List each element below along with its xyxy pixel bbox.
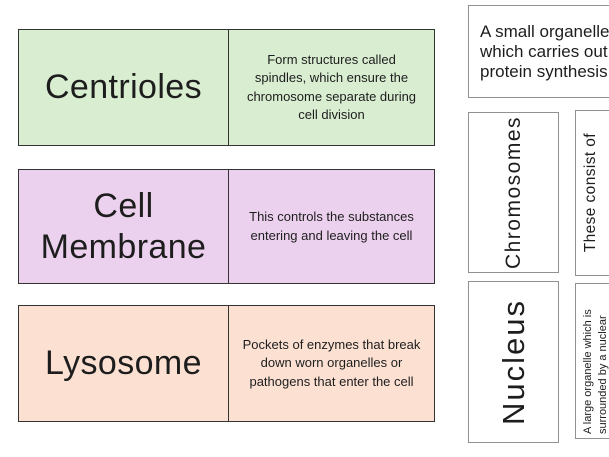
definition-text-protein-synthesis: A small organelle which carries out prot… [480,21,609,81]
label-box-nucleus[interactable]: Nucleus [468,281,559,443]
organelle-name-lysosome: Lysosome [45,344,202,383]
label-text-nucleus: Nucleus [495,299,531,425]
definition-box-nucleus[interactable]: A large organelle which is surrounded by… [575,283,609,439]
definition-box-chromosomes[interactable]: These consist of [575,110,609,276]
organelle-description-lysosome: Pockets of enzymes that break down worn … [228,306,434,421]
organelle-name-cell-membrane: Cell Membrane [40,187,207,266]
organelle-description-centrioles: Form structures called spindles, which e… [228,30,434,145]
label-text-chromosomes: Chromosomes [501,115,525,270]
organelle-name-centrioles: Centrioles [44,68,203,107]
definition-text-chromosomes: These consist of [582,133,599,253]
label-box-chromosomes[interactable]: Chromosomes [468,112,559,273]
definition-box-protein-synthesis[interactable]: A small organelle which carries out prot… [468,5,609,98]
card-centrioles[interactable]: Centrioles Form structures called spindl… [18,29,435,146]
card-cell-membrane[interactable]: Cell Membrane This controls the substanc… [18,169,435,284]
definition-text-nucleus: A large organelle which is surrounded by… [582,309,609,434]
organelle-description-cell-membrane: This controls the substances entering an… [228,170,434,283]
card-lysosome[interactable]: Lysosome Pockets of enzymes that break d… [18,305,435,422]
